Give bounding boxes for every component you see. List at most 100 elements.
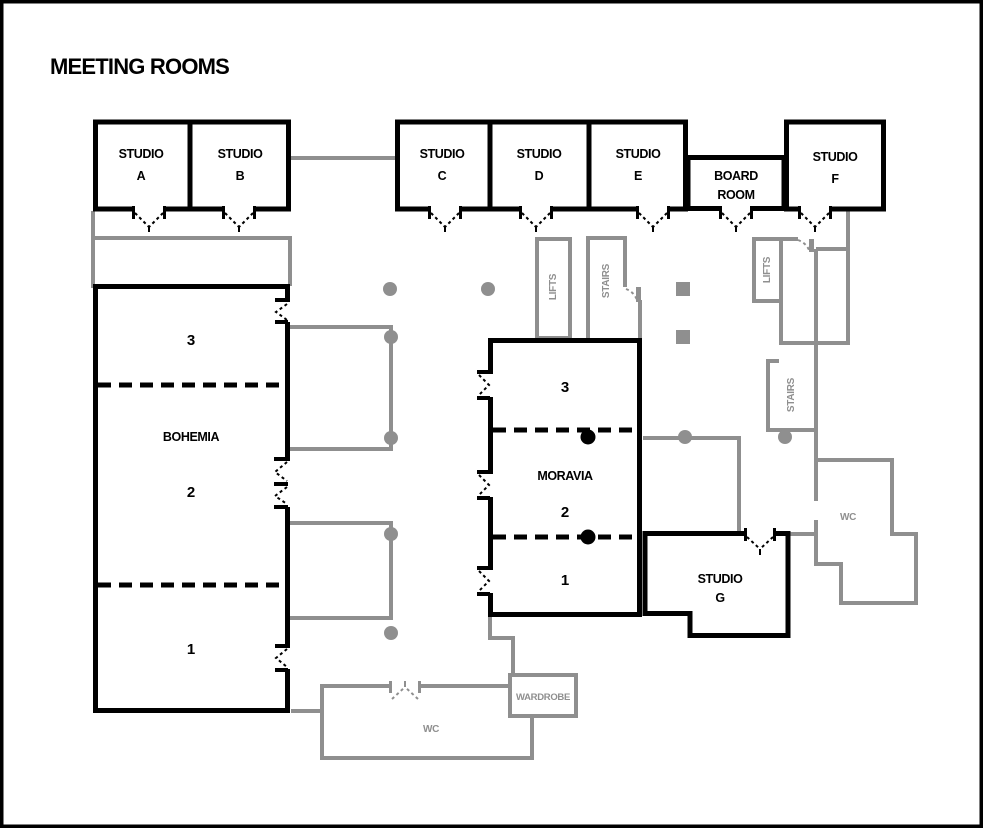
door-jamb xyxy=(744,528,747,541)
room-board: BOARD ROOM xyxy=(685,155,787,214)
corridor-walls xyxy=(91,156,850,713)
folding-door xyxy=(478,374,491,396)
board-room-label1: BOARD xyxy=(714,169,758,183)
lifts-right: LIFTS xyxy=(752,237,850,345)
room-studio-a-b: STUDIO A STUDIO B xyxy=(93,119,291,214)
folding-door xyxy=(273,486,288,505)
door-studio-a xyxy=(132,206,166,232)
column-dot xyxy=(481,282,495,296)
door-studio-b xyxy=(222,206,256,232)
page-title: MEETING ROOMS xyxy=(50,54,229,79)
column-square xyxy=(676,330,690,344)
door-jamb xyxy=(477,496,490,500)
studio-d-label: STUDIO xyxy=(517,147,563,161)
stairs-label: STAIRS xyxy=(786,377,797,412)
stairs-center: STAIRS xyxy=(586,236,642,340)
column-dot xyxy=(383,282,397,296)
door-jamb xyxy=(274,505,288,509)
moravia-label: MORAVIA xyxy=(537,469,593,483)
door-jamb xyxy=(477,396,490,400)
studio-f-id: F xyxy=(831,172,839,186)
studio-doors xyxy=(132,206,832,232)
lifts-center: LIFTS xyxy=(535,237,572,340)
studio-cde-outline xyxy=(395,119,688,212)
room-studio-g: STUDIO G xyxy=(642,528,791,638)
wardrobe-room xyxy=(508,673,578,718)
door-jamb xyxy=(477,470,490,474)
door-jamb xyxy=(773,528,776,541)
folding-door xyxy=(274,648,288,668)
bohemia-section-2: 2 xyxy=(187,484,195,501)
door-leaf xyxy=(809,239,814,252)
corridor-bay xyxy=(290,325,393,451)
wardrobe-label: WARDROBE xyxy=(516,692,570,703)
studio-a-id: A xyxy=(137,169,146,183)
room-moravia: 3 MORAVIA 2 1 xyxy=(485,338,642,617)
studio-b-label: STUDIO xyxy=(218,147,264,161)
bohemia-doors xyxy=(273,298,288,672)
moravia-section-2: 2 xyxy=(561,504,569,521)
column-dot xyxy=(384,431,398,445)
bohemia-label: BOHEMIA xyxy=(163,430,220,444)
door-jamb xyxy=(477,592,490,596)
door-jamb xyxy=(477,566,490,570)
double-door xyxy=(746,536,774,550)
door-arc xyxy=(797,239,810,251)
studio-c-id: C xyxy=(438,169,447,183)
wc-label: WC xyxy=(840,512,856,523)
stairs-room xyxy=(766,359,818,432)
door-board-room xyxy=(719,206,753,232)
stairs-room xyxy=(586,236,627,338)
studio-d-id: D xyxy=(535,169,544,183)
studio-a-label: STUDIO xyxy=(119,147,165,161)
studio-c-label: STUDIO xyxy=(420,147,466,161)
lifts-label: LIFTS xyxy=(548,273,559,300)
column-markers xyxy=(383,282,792,640)
room-bohemia: 3 BOHEMIA 2 1 xyxy=(93,284,293,713)
folding-door xyxy=(478,570,491,592)
corridor-wall xyxy=(643,436,741,531)
moravia-section-3: 3 xyxy=(561,379,569,396)
door-studio-d xyxy=(519,206,553,232)
column-dot xyxy=(384,626,398,640)
wc-bottom: WC xyxy=(320,681,534,760)
door-studio-f xyxy=(798,206,832,232)
studio-f-outline xyxy=(784,119,886,212)
door-arc xyxy=(625,288,638,301)
room-studio-c-d-e: STUDIO C STUDIO D STUDIO E xyxy=(395,119,688,214)
studio-g-id: G xyxy=(715,591,724,605)
door-leaf xyxy=(636,287,641,302)
door-jamb xyxy=(274,482,288,486)
column-dot-black xyxy=(580,529,596,545)
lifts-label: LIFTS xyxy=(762,256,773,283)
room-studio-f: STUDIO F xyxy=(784,119,886,214)
door-jamb xyxy=(275,320,288,324)
wc-right: WC xyxy=(814,458,918,605)
door-jamb xyxy=(275,644,288,648)
board-room-label2: ROOM xyxy=(717,188,754,202)
corridor-wall xyxy=(488,617,515,675)
corridor-wall xyxy=(91,211,292,288)
door-jamb xyxy=(477,370,490,374)
door-jamb xyxy=(274,457,288,461)
column-dot xyxy=(778,430,792,444)
wc-room xyxy=(814,458,918,605)
door-jamb xyxy=(418,681,421,693)
folding-door xyxy=(478,474,491,496)
studio-e-id: E xyxy=(634,169,642,183)
stairs-right: STAIRS xyxy=(766,359,818,432)
column-dot xyxy=(678,430,692,444)
door-studio-c xyxy=(428,206,462,232)
door-jamb xyxy=(275,298,288,302)
column-dot xyxy=(384,527,398,541)
studio-g-outline xyxy=(642,531,791,638)
folding-door xyxy=(274,303,288,321)
wardrobe: WARDROBE xyxy=(508,673,578,718)
column-dot-black xyxy=(580,429,596,445)
wall xyxy=(814,247,850,343)
folding-door xyxy=(273,461,288,482)
stairs-label: STAIRS xyxy=(601,263,612,298)
